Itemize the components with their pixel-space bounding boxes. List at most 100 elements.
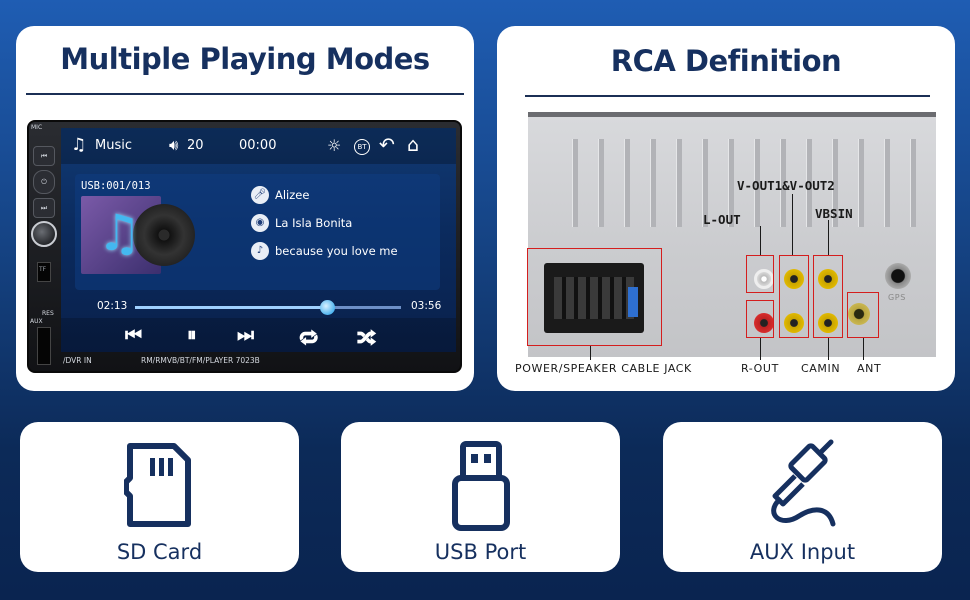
mic-label: MIC	[31, 124, 43, 131]
artist-name: Alizee	[275, 188, 310, 202]
music-note-art-icon: ♫	[97, 204, 142, 262]
rout-label: R-OUT	[741, 362, 779, 375]
vbsin-label: VBSIN	[815, 206, 853, 221]
sd-card-icon	[124, 443, 191, 527]
gps-jack	[885, 263, 911, 289]
video-out2-jack	[784, 313, 804, 333]
progress-knob[interactable]	[319, 300, 335, 315]
cooling-fin	[884, 139, 890, 227]
connector-pins	[554, 277, 634, 319]
cooling-fin	[650, 139, 656, 227]
cooling-fin	[728, 139, 734, 227]
head-unit-screen: ♫ Music 🔊︎ 20 00:00 ☼ BT ↶ ⌂ USB:001/013…	[61, 128, 456, 352]
disc-icon	[133, 204, 195, 266]
tf-slot	[37, 262, 51, 282]
tf-label: TF	[39, 266, 47, 273]
disc-small-icon: ◉	[251, 214, 269, 232]
usb-drive-icon	[452, 441, 510, 531]
cooling-fin	[624, 139, 630, 227]
cooling-fin	[780, 139, 786, 227]
brightness-icon[interactable]: ☼	[327, 136, 342, 155]
gps-label: GPS	[888, 293, 906, 302]
folder-counter: USB:001/013	[81, 180, 151, 192]
music-label[interactable]: Music	[95, 138, 132, 153]
next-hardware-button[interactable]: ⏭	[33, 198, 55, 218]
head-unit-footer: /DVR IN RM/RMVB/BT/FM/PLAYER 7023B	[61, 354, 456, 368]
song-title: La Isla Bonita	[275, 216, 353, 230]
ant-label: ANT	[857, 362, 882, 375]
music-note-icon: ♫	[71, 135, 87, 155]
lout-leader	[760, 226, 761, 255]
cooling-fin	[676, 139, 682, 227]
cooling-fin	[832, 139, 838, 227]
cooling-fin	[910, 139, 916, 227]
dvr-in-label: /DVR IN	[63, 356, 92, 365]
volume-knob[interactable]	[31, 221, 57, 247]
pause-icon[interactable]: ⏸	[187, 324, 197, 346]
rca-title-divider	[525, 95, 930, 97]
prev-hardware-button[interactable]: ⏮	[33, 146, 55, 166]
r-out-highlight	[746, 300, 774, 338]
camin-jack	[818, 313, 838, 333]
previous-icon[interactable]: ⏮	[125, 324, 143, 346]
microphone-icon: 🎤︎	[251, 186, 269, 204]
l-out-jack	[754, 269, 774, 289]
aux-feature: AUX Input	[663, 422, 942, 572]
cooling-fin	[572, 139, 578, 227]
progress-track[interactable]	[135, 300, 401, 315]
head-unit-bezel: MIC ⏮ ⏻ ⏭ TF AUX RES	[29, 122, 59, 371]
r-out-jack	[754, 313, 774, 333]
back-icon[interactable]: ↶	[379, 134, 395, 156]
total-time: 03:56	[411, 300, 442, 312]
fuse-icon	[628, 287, 638, 317]
now-playing-panel: USB:001/013 ♫ 🎤︎ Alizee ◉ La Isla Bonita…	[75, 174, 440, 290]
repeat-icon[interactable]: 🔁︎	[299, 328, 319, 350]
rout-leader	[760, 338, 761, 360]
sd-card-label: SD Card	[116, 540, 203, 564]
clock: 00:00	[239, 138, 277, 153]
rca-rear-panel: GPS	[528, 112, 936, 357]
video-out1-jack	[784, 269, 804, 289]
usb-slot	[37, 327, 51, 365]
volume-icon[interactable]: 🔊︎	[169, 136, 179, 154]
res-label: RES	[42, 310, 54, 317]
power-leader	[590, 346, 591, 360]
controls-bar	[61, 318, 456, 352]
video-out-highlight	[779, 255, 809, 338]
antenna-jack	[848, 303, 870, 325]
shuffle-icon[interactable]: 🔀︎	[357, 328, 377, 350]
power-connector	[544, 263, 644, 333]
ant-leader	[863, 338, 864, 360]
vout-label: V-OUT1&V-OUT2	[737, 178, 835, 193]
cooling-fin	[858, 139, 864, 227]
home-icon[interactable]: ⌂	[407, 134, 420, 156]
progress-fill	[135, 306, 327, 309]
camin-label: CAMIN	[801, 362, 841, 375]
model-label: RM/RMVB/BT/FM/PLAYER 7023B	[141, 356, 260, 365]
aux-label: AUX	[30, 318, 43, 325]
aux-cable-icon	[771, 439, 836, 527]
vbsin-camin-highlight	[813, 255, 843, 338]
sd-card-feature: SD Card	[20, 422, 299, 572]
status-bar: ♫ Music 🔊︎ 20 00:00 ☼ BT ↶ ⌂	[61, 128, 456, 164]
rca-title: RCA Definition	[610, 44, 842, 78]
camin-leader	[828, 338, 829, 360]
album-title: because you love me	[275, 244, 398, 258]
vbsin-jack	[818, 269, 838, 289]
cooling-fin	[754, 139, 760, 227]
power-jack-highlight	[527, 248, 662, 346]
next-icon[interactable]: ⏭	[237, 324, 255, 346]
bluetooth-badge[interactable]: BT	[354, 139, 370, 155]
lout-label: L-OUT	[703, 212, 741, 227]
l-out-highlight	[746, 255, 774, 293]
playing-modes-title: Multiple Playing Modes	[60, 42, 430, 76]
volume-value: 20	[187, 138, 204, 153]
usb-feature: USB Port	[341, 422, 620, 572]
usb-port-label: USB Port	[434, 540, 527, 564]
album-icon: ♪	[251, 242, 269, 260]
elapsed-time: 02:13	[97, 300, 128, 312]
power-jack-label: POWER/SPEAKER CABLE JACK	[515, 362, 692, 375]
power-hardware-button[interactable]: ⏻	[33, 170, 55, 194]
head-unit: MIC ⏮ ⏻ ⏭ TF AUX RES ♫ Music 🔊︎ 20 00:00…	[27, 120, 462, 373]
cooling-fin	[806, 139, 812, 227]
